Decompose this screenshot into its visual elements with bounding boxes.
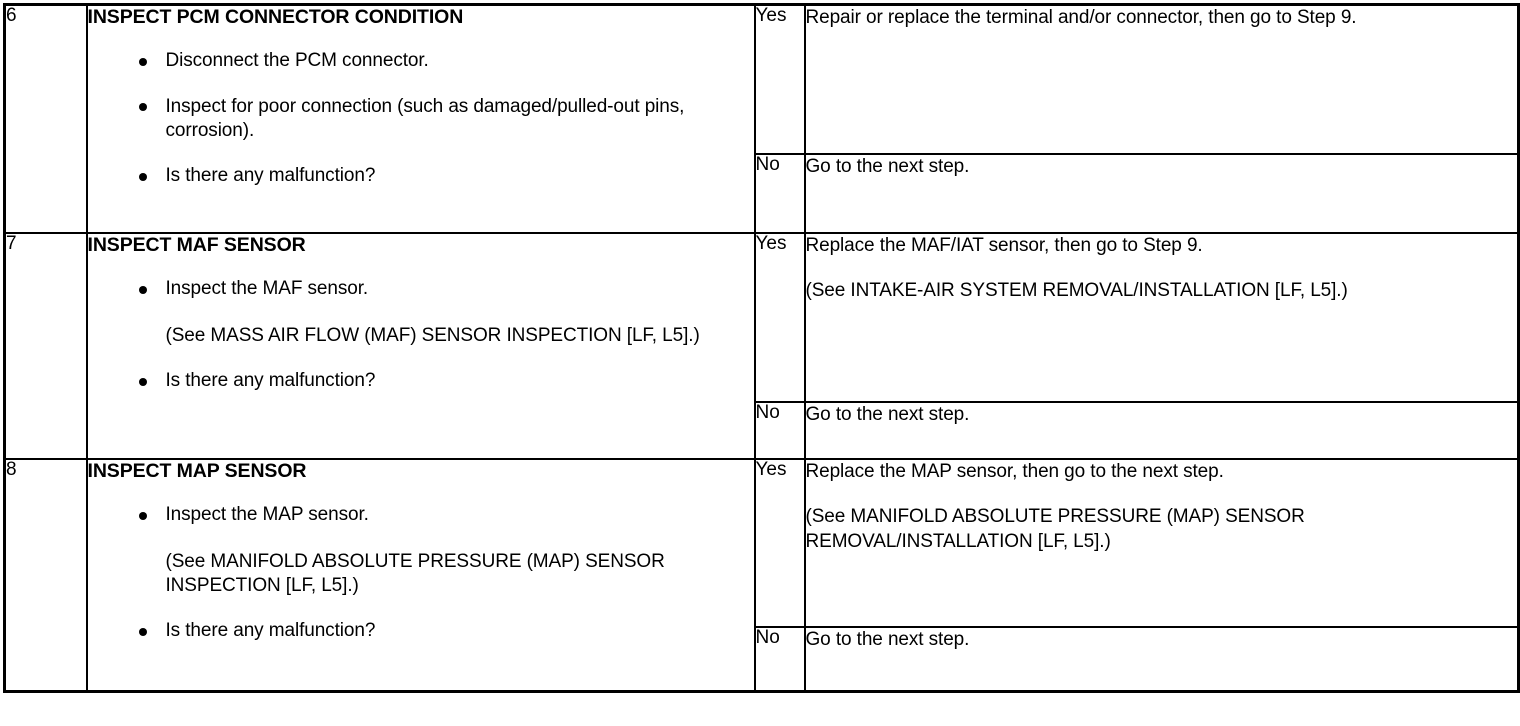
action-cell-yes: Replace the MAF/IAT sensor, then go to S… <box>803 232 1520 403</box>
inspection-cell: INSPECT MAP SENSOR Inspect the MAP senso… <box>85 458 756 693</box>
inspection-title: INSPECT MAF SENSOR <box>87 234 306 256</box>
list-item-note: (See MASS AIR FLOW (MAF) SENSOR INSPECTI… <box>165 324 700 346</box>
action-text: Go to the next step. <box>805 156 970 177</box>
list-item: Is there any malfunction? <box>88 369 754 393</box>
result-label-yes: Yes <box>753 3 806 155</box>
action-text: Replace the MAF/IAT sensor, then go to S… <box>805 235 1203 256</box>
table-row-step-8-no: No Go to the next step. <box>5 626 1520 693</box>
table-row-step-6: 6 INSPECT PCM CONNECTOR CONDITION Discon… <box>3 3 1520 234</box>
result-label-no: No <box>753 626 806 693</box>
list-item: Disconnect the PCM connector. <box>88 49 754 73</box>
table-row-step-7: 7 INSPECT MAF SENSOR Inspect the MAF sen… <box>3 232 1520 460</box>
bullet-dot-icon <box>138 628 147 637</box>
list-item: Inspect the MAF sensor. <box>88 277 754 301</box>
step-number-cell: 6 <box>3 3 88 234</box>
action-text: Go to the next step. <box>805 629 970 650</box>
list-item-text: Inspect the MAF sensor. <box>165 278 369 300</box>
result-label-yes: Yes <box>753 232 806 403</box>
list-item: Inspect the MAP sensor. <box>88 503 754 527</box>
action-reference: (See MANIFOLD ABSOLUTE PRESSURE (MAP) SE… <box>805 506 1305 552</box>
action-text: Go to the next step. <box>805 404 970 425</box>
list-item-text: Inspect the MAP sensor. <box>165 504 369 526</box>
action-reference: (See INTAKE-AIR SYSTEM REMOVAL/INSTALLAT… <box>805 280 1348 302</box>
action-text: Replace the MAP sensor, then go to the n… <box>805 461 1224 482</box>
step-number-cell: 8 <box>3 458 88 693</box>
list-item-note: (See MANIFOLD ABSOLUTE PRESSURE (MAP) SE… <box>165 550 665 597</box>
result-label-no: No <box>753 153 806 234</box>
list-item: Is there any malfunction? <box>88 619 754 643</box>
inspection-item-list: Disconnect the PCM connector. Inspect fo… <box>88 49 754 188</box>
list-item-text: Is there any malfunction? <box>165 370 376 392</box>
table-row-step-7-no: No Go to the next step. <box>5 401 1520 460</box>
action-cell-yes: Repair or replace the terminal and/or co… <box>803 3 1520 155</box>
action-cell-no: Go to the next step. <box>803 401 1520 460</box>
step-number-cell: 7 <box>3 232 88 460</box>
bullet-dot-icon <box>138 377 147 386</box>
list-item-text: Inspect for poor connection (such as dam… <box>165 95 685 142</box>
bullet-dot-icon <box>138 58 147 67</box>
action-cell-no: Go to the next step. <box>803 153 1520 234</box>
table-row-step-8: 8 INSPECT MAP SENSOR Inspect the MAP sen… <box>3 458 1520 693</box>
inspection-title: INSPECT MAP SENSOR <box>87 460 307 482</box>
bullet-dot-icon <box>138 512 147 521</box>
bullet-dot-icon <box>138 103 147 112</box>
bullet-dot-icon <box>138 173 147 182</box>
table-body: 6 INSPECT PCM CONNECTOR CONDITION Discon… <box>3 3 1520 693</box>
list-item-text: Is there any malfunction? <box>165 165 376 187</box>
action-text: Repair or replace the terminal and/or co… <box>805 7 1357 28</box>
action-cell-yes: Replace the MAP sensor, then go to the n… <box>803 458 1520 628</box>
bullet-dot-icon <box>138 286 147 295</box>
result-label-no: No <box>753 401 806 460</box>
inspection-cell: INSPECT MAF SENSOR Inspect the MAF senso… <box>85 232 756 460</box>
list-item: Is there any malfunction? <box>88 164 754 188</box>
inspection-item-list: Inspect the MAF sensor. (See MASS AIR FL… <box>88 277 754 393</box>
inspection-item-list: Inspect the MAP sensor. (See MANIFOLD AB… <box>88 503 754 643</box>
inspection-cell: INSPECT PCM CONNECTOR CONDITION Disconne… <box>85 3 756 234</box>
table-row-step-6-no: No Go to the next step. <box>5 153 1520 234</box>
list-item: Inspect for poor connection (such as dam… <box>88 95 754 144</box>
inspection-title: INSPECT PCM CONNECTOR CONDITION <box>87 6 464 28</box>
action-cell-no: Go to the next step. <box>803 626 1520 693</box>
diagnostic-table: 6 INSPECT PCM CONNECTOR CONDITION Discon… <box>3 3 1520 693</box>
result-label-yes: Yes <box>753 458 806 628</box>
list-item-text: Disconnect the PCM connector. <box>165 50 429 72</box>
list-item-text: Is there any malfunction? <box>165 620 376 642</box>
